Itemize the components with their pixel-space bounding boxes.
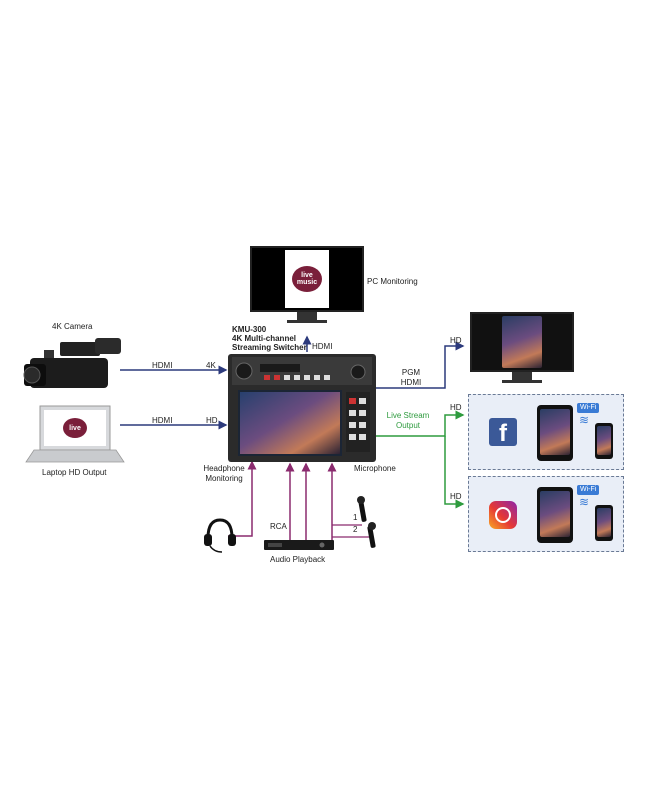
pgm-monitor-stand (512, 372, 532, 380)
facebook-icon: f (489, 418, 517, 447)
instagram-phone-image (597, 508, 611, 537)
laptop-screen-poster: live (60, 412, 90, 444)
audio-playback-label: Audio Playback (270, 555, 326, 564)
camera-hdmi-label: HDMI (152, 361, 173, 370)
pc-monitor-stand (297, 312, 317, 320)
live-stream-label-2: Output (395, 421, 420, 430)
switcher-desc-1: 4K Multi-channel (232, 334, 297, 343)
live-stream-label-1: Live Stream (386, 411, 430, 420)
facebook-wifi-icon: ≋ (579, 413, 590, 427)
rca-label: RCA (270, 522, 287, 531)
line-live-stream (376, 410, 465, 437)
mic-2-label: 2 (353, 525, 358, 534)
facebook-stream-panel: f Wi-Fi ≋ (468, 394, 624, 470)
microphone-label: Microphone (354, 464, 396, 473)
switcher-model-label: KMU-300 (232, 325, 267, 334)
facebook-tablet-image (540, 409, 570, 455)
laptop-label: Laptop HD Output (42, 468, 107, 477)
pc-monitoring-label: PC Monitoring (367, 277, 418, 286)
facebook-wifi-badge: Wi-Fi (577, 403, 600, 413)
instagram-stream-panel: Wi-Fi ≋ (468, 476, 624, 552)
pgm-hd-label: HD (450, 336, 462, 345)
instagram-hd-label: HD (450, 492, 462, 501)
pc-poster-text-live: live (301, 272, 313, 279)
switcher-icon (228, 354, 376, 462)
instagram-tablet (537, 487, 573, 543)
pc-hdmi-label: HDMI (312, 342, 333, 351)
line-switcher-pgm (376, 341, 465, 389)
facebook-phone (595, 423, 613, 459)
pgm-monitor (470, 312, 574, 372)
headphone-label-2: Monitoring (205, 474, 243, 483)
instagram-wifi-icon: ≋ (579, 495, 590, 509)
audio-playback-icon (264, 540, 334, 550)
camera-icon (23, 338, 121, 388)
switcher-desc-2: Streaming Switcher (232, 343, 307, 352)
camera-label: 4K Camera (52, 322, 93, 331)
pgm-monitor-image (502, 316, 542, 368)
instagram-icon (489, 501, 517, 529)
pgm-hdmi-label: HDMI (400, 378, 422, 387)
laptop-hd-label: HD (206, 416, 218, 425)
pgm-label: PGM (401, 368, 421, 377)
facebook-tablet (537, 405, 573, 461)
headphone-icon (204, 518, 236, 553)
live-music-logo: live (63, 418, 87, 438)
mic-1-label: 1 (353, 513, 358, 522)
poster-text-live: live (69, 424, 81, 432)
laptop-hdmi-label: HDMI (152, 416, 173, 425)
headphone-label-1: Headphone (203, 464, 245, 473)
instagram-phone (595, 505, 613, 541)
camera-4k-label: 4K (206, 361, 216, 370)
instagram-tablet-image (540, 491, 570, 537)
microphone-icon (357, 496, 376, 548)
pc-monitor-base (287, 320, 327, 323)
facebook-phone-image (597, 426, 611, 455)
pgm-monitor-base (502, 380, 542, 383)
line-live-stream-ig (444, 436, 465, 509)
pc-poster-text-music: music (296, 279, 318, 286)
instagram-wifi-badge: Wi-Fi (577, 485, 600, 495)
line-headphone (228, 460, 257, 537)
facebook-hd-label: HD (450, 403, 462, 412)
